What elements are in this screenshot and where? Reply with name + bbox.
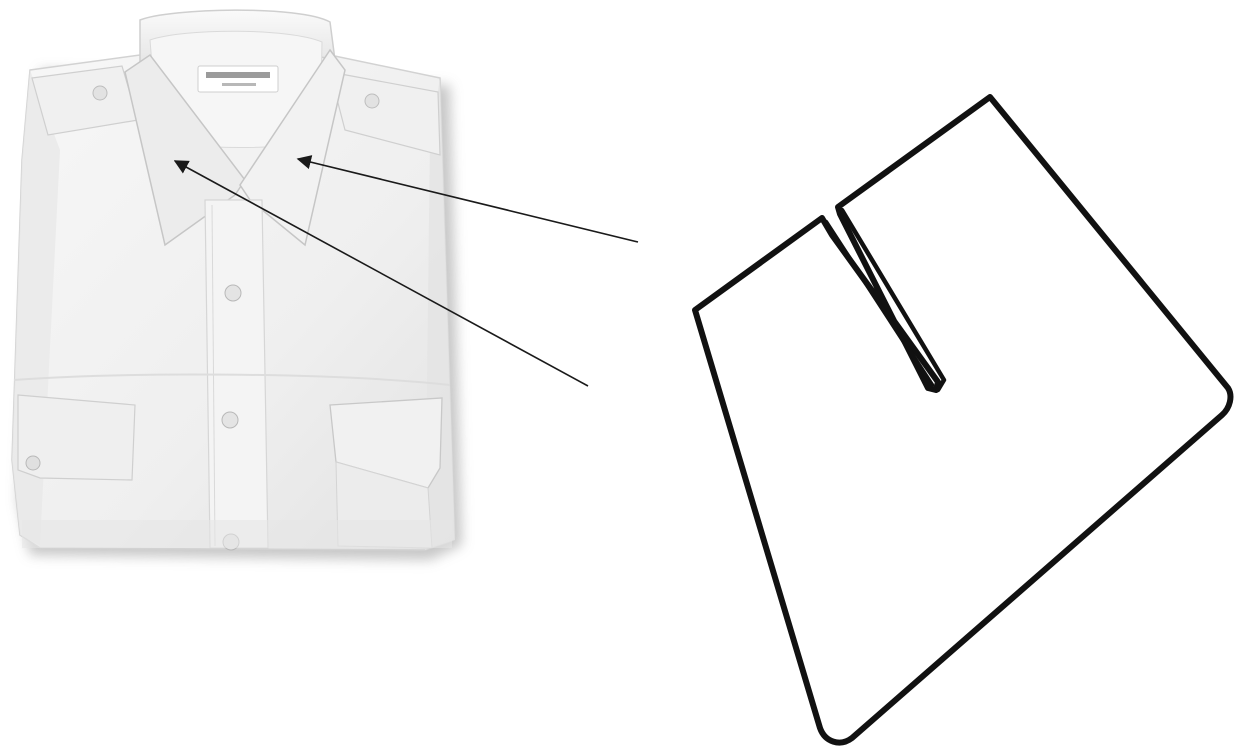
pattern-outer-edge [695, 97, 1230, 743]
shirt-button-2 [222, 412, 238, 428]
pocket-left-button [26, 456, 40, 470]
brand-label [198, 66, 278, 92]
epaulette-right-button [365, 94, 379, 108]
folded-shirt-photo [12, 10, 462, 560]
shirt-button-1 [225, 285, 241, 301]
brand-label-wordmark [206, 72, 270, 78]
collar-pattern-outline [695, 97, 1230, 743]
brand-label-subline [222, 83, 256, 86]
shirt-bottom-hem [22, 520, 452, 548]
epaulette-left-button [93, 86, 107, 100]
pattern-slit-left [826, 222, 932, 385]
pattern-slit-right [842, 210, 944, 390]
